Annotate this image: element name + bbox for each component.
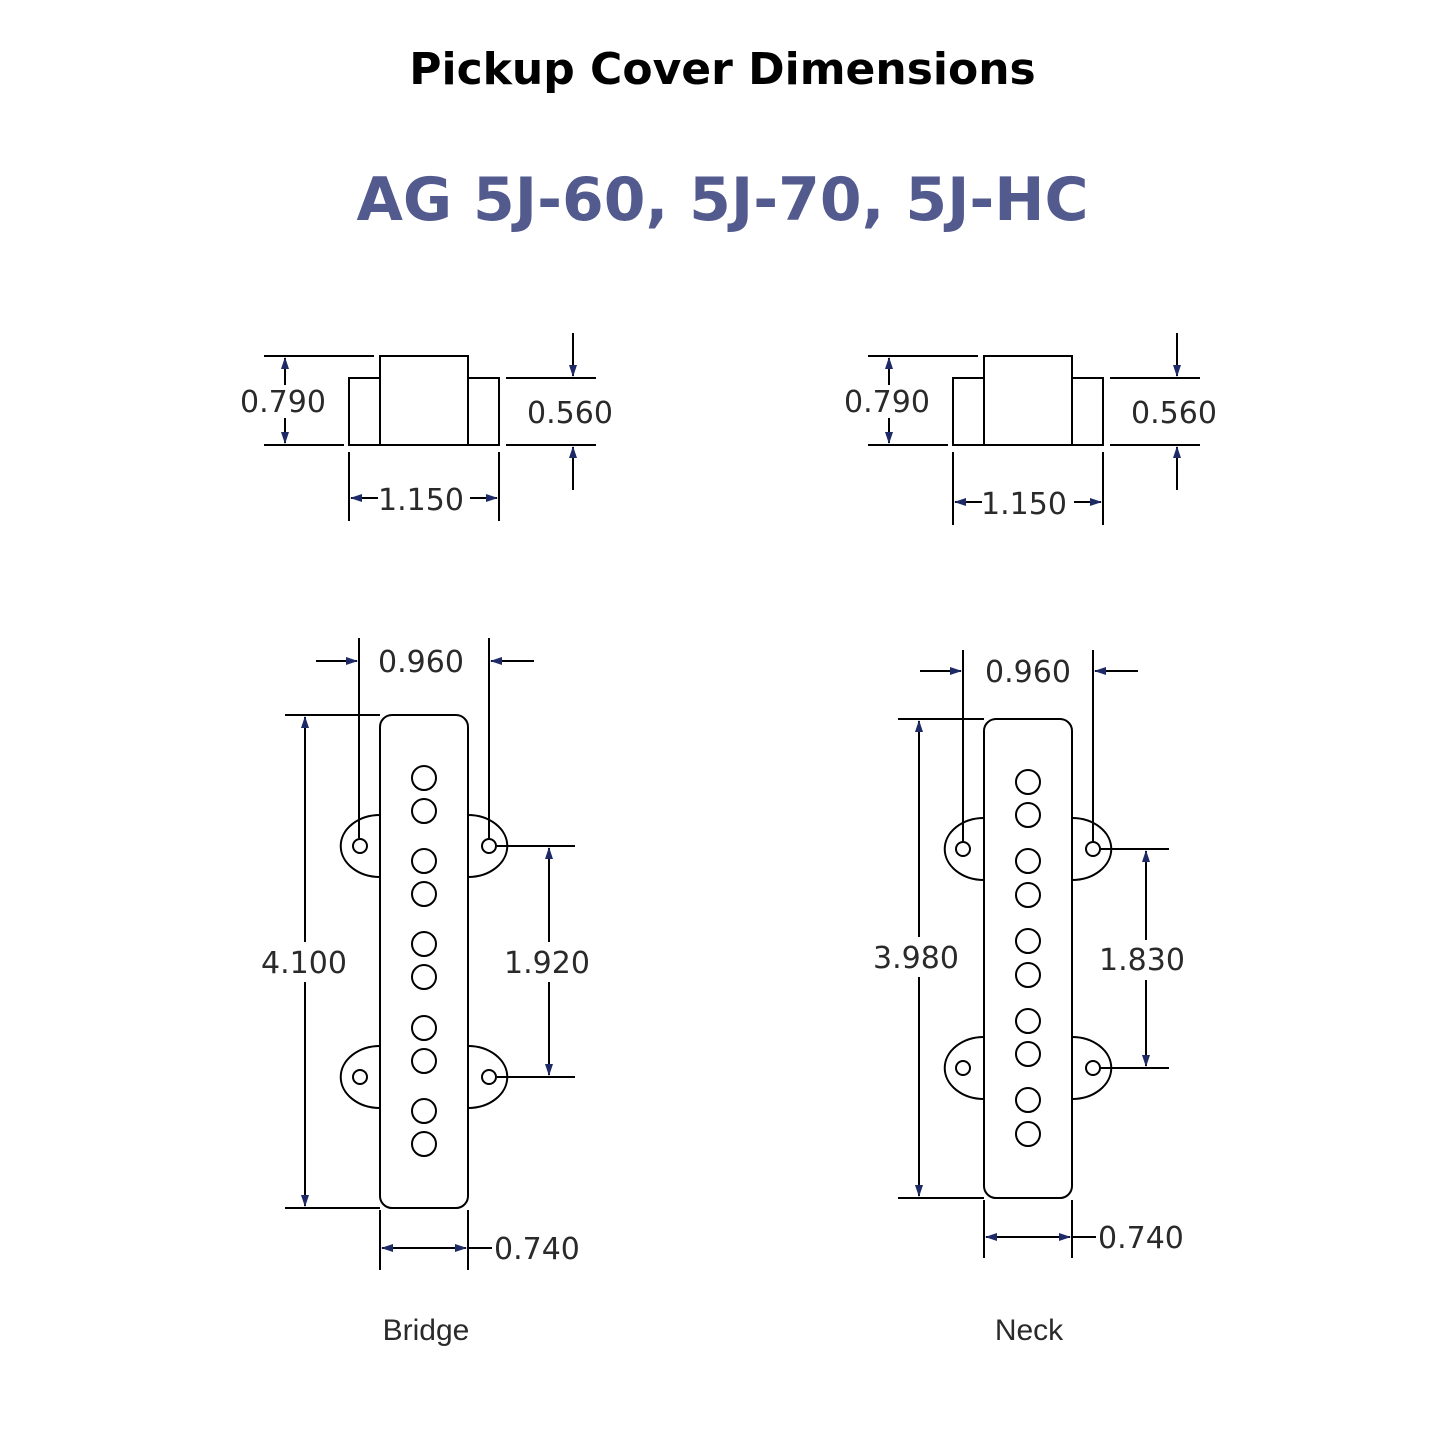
bridge-pole-piece: [411, 1048, 437, 1074]
bridge-pole-piece: [411, 1131, 437, 1157]
bridge-side-view: 0.790 0.560 1.150: [240, 333, 613, 521]
bridge-top-view: 0.960 4.100 1.920 0.740: [261, 638, 590, 1270]
bridge-pole-piece: [411, 798, 437, 824]
page-subtitle: AG 5J-60, 5J-70, 5J-HC: [356, 165, 1089, 235]
bridge-ear: [339, 814, 381, 878]
neck-flange-height-label: 0.560: [1131, 396, 1217, 431]
neck-pole-piece: [1015, 802, 1041, 828]
neck-pole-piece: [1015, 848, 1041, 874]
neck-cover-outline: [983, 718, 1073, 1199]
neck-mount-hole: [955, 841, 971, 857]
neck-side-view: 0.790 0.560 1.150: [844, 333, 1217, 525]
bridge-pole-piece: [411, 964, 437, 990]
neck-mount-hole: [1085, 1060, 1101, 1076]
bridge-pole-piece: [411, 881, 437, 907]
neck-pole-piece: [1015, 769, 1041, 795]
neck-pole-piece: [1015, 962, 1041, 988]
neck-cover-body: [983, 355, 1073, 446]
bridge-pole-piece: [411, 1015, 437, 1041]
bridge-hole-spacing-label: 1.920: [504, 946, 590, 981]
bridge-pickup: 0.790 0.560 1.150: [240, 333, 613, 1347]
neck-ear: [943, 817, 985, 881]
neck-width-label: 0.740: [1098, 1221, 1184, 1256]
neck-top-view: 0.960 3.980 1.830 0.740: [873, 650, 1185, 1258]
neck-pole-piece: [1015, 1121, 1041, 1147]
bridge-flange-width-label: 1.150: [378, 483, 464, 518]
bridge-pole-piece: [411, 848, 437, 874]
neck-pole-piece: [1015, 928, 1041, 954]
bridge-mount-hole: [481, 838, 497, 854]
neck-length-label: 3.980: [873, 941, 959, 976]
bridge-mount-hole: [481, 1069, 497, 1085]
neck-mount-hole: [955, 1060, 971, 1076]
bridge-ear-span-label: 0.960: [378, 645, 464, 680]
bridge-pole-piece: [411, 1098, 437, 1124]
neck-caption: Neck: [995, 1314, 1064, 1347]
neck-pickup: 0.790 0.560 1.150: [844, 333, 1217, 1347]
bridge-flange-height-label: 0.560: [527, 396, 613, 431]
neck-hole-spacing-label: 1.830: [1099, 943, 1185, 978]
bridge-cover-body: [379, 355, 469, 446]
bridge-ear: [339, 1045, 381, 1109]
neck-side-height-label: 0.790: [844, 385, 930, 420]
bridge-cover-outline: [379, 714, 469, 1209]
neck-ear-span-label: 0.960: [985, 655, 1071, 690]
bridge-side-height-label: 0.790: [240, 385, 326, 420]
bridge-caption: Bridge: [383, 1314, 470, 1347]
neck-pole-piece: [1015, 882, 1041, 908]
bridge-mount-hole: [352, 1069, 368, 1085]
neck-mount-hole: [1085, 841, 1101, 857]
bridge-pole-piece: [411, 765, 437, 791]
neck-pole-piece: [1015, 1041, 1041, 1067]
neck-pole-piece: [1015, 1087, 1041, 1113]
bridge-mount-hole: [352, 838, 368, 854]
bridge-width-label: 0.740: [494, 1232, 580, 1267]
neck-ear: [943, 1036, 985, 1100]
page-title: Pickup Cover Dimensions: [409, 44, 1036, 95]
bridge-pole-piece: [411, 931, 437, 957]
bridge-length-label: 4.100: [261, 946, 347, 981]
neck-flange-width-label: 1.150: [981, 487, 1067, 522]
neck-pole-piece: [1015, 1008, 1041, 1034]
